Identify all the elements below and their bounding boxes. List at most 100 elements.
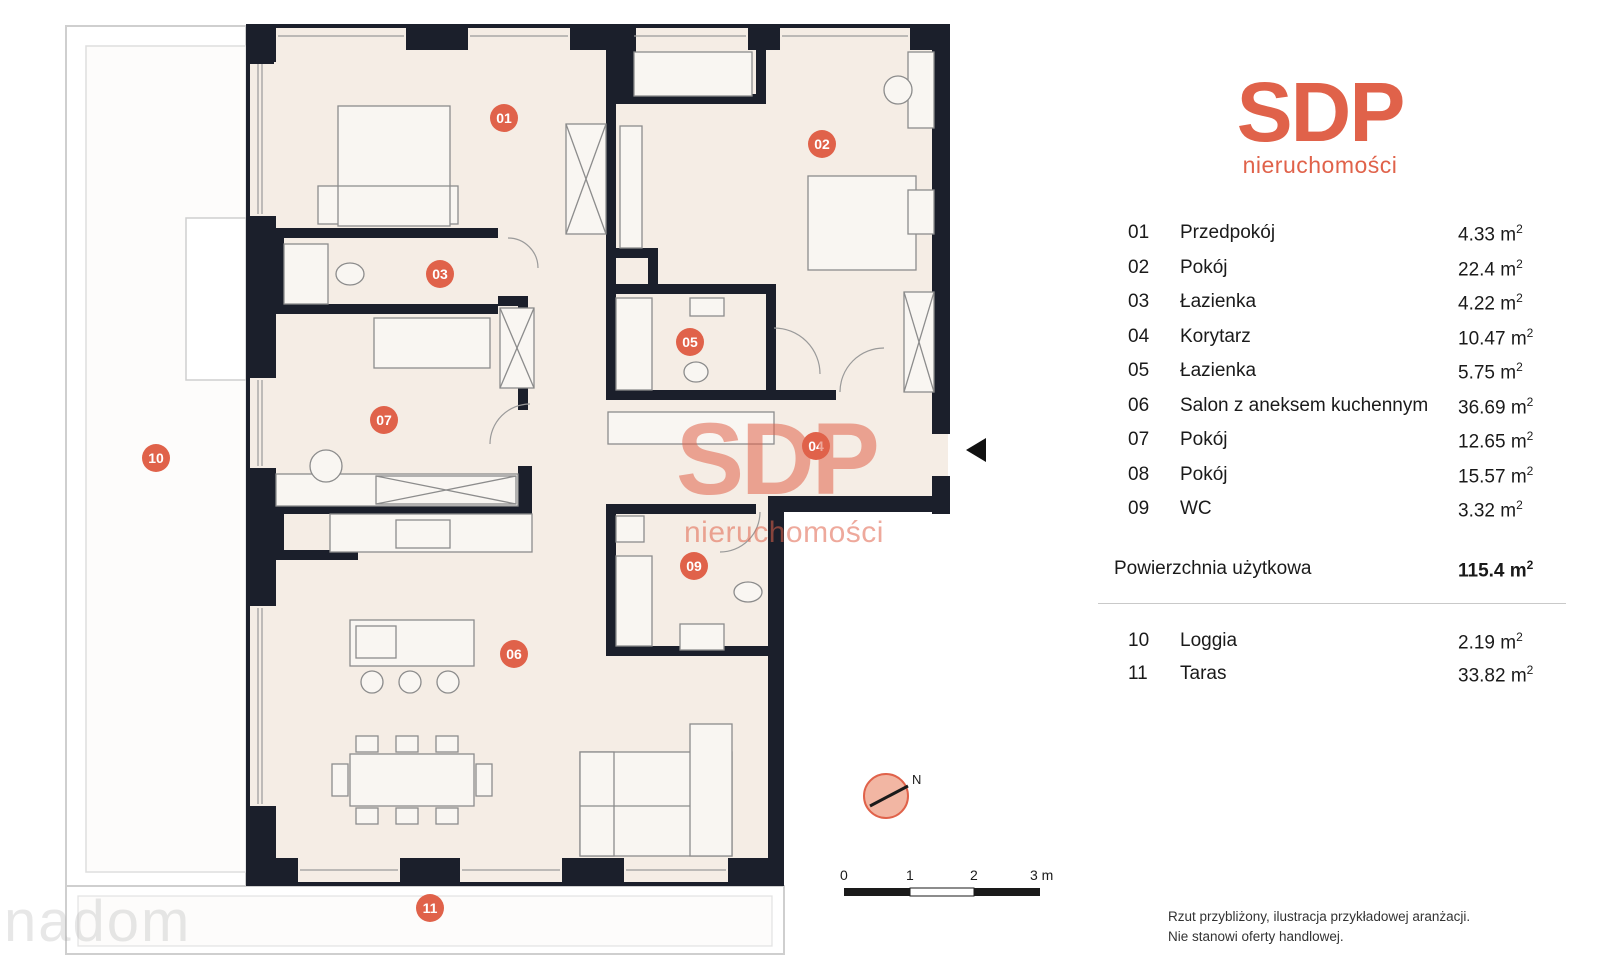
room-number: 01 <box>1128 222 1150 243</box>
room-area: 5.75 m2 <box>1458 360 1523 384</box>
room-row: 08 Pokój 15.57 m2 <box>1128 464 1548 499</box>
room-row: 11 Taras 33.82 m2 <box>1128 663 1548 696</box>
room-name: Salon z aneksem kuchennym <box>1180 394 1429 416</box>
room-name: Łazienka <box>1180 360 1257 381</box>
loggia-balcony <box>185 217 247 381</box>
room-number: 07 <box>1128 429 1150 450</box>
room-name: Taras <box>1180 663 1227 684</box>
room-area: 12.65 m2 <box>1458 429 1534 453</box>
room-marker-dot <box>370 406 398 434</box>
room-marker-label: 05 <box>682 334 698 350</box>
room-area: 10.47 m2 <box>1458 325 1534 349</box>
table-divider <box>1098 603 1566 604</box>
room-marker-dot <box>490 104 518 132</box>
room-marker-label: 03 <box>432 266 448 282</box>
room-marker-dot <box>680 552 708 580</box>
room-number: 05 <box>1128 360 1150 381</box>
scale-label-0: 0 <box>840 867 848 883</box>
scale-bar: 0 1 2 3 m <box>840 867 1053 897</box>
compass-label: N <box>912 772 921 787</box>
room-name: Łazienka <box>1180 291 1257 312</box>
room-marker-dot <box>676 328 704 356</box>
windows <box>257 35 908 871</box>
room-number: 02 <box>1128 256 1150 278</box>
total-label: Powierzchnia użytkowa <box>1114 558 1312 579</box>
disclaimer-line-2: Nie stanowi oferty handlowej. <box>1168 929 1344 944</box>
room-marker-01: 01 <box>490 104 518 132</box>
furniture <box>275 51 935 857</box>
room-area: 4.33 m2 <box>1458 222 1523 246</box>
room-row: 03 Łazienka 4.22 m2 <box>1128 291 1548 326</box>
logo-text: SDP <box>1236 65 1406 159</box>
room-markers: 01 02 03 04 05 06 07 09 10 11 <box>142 104 836 922</box>
room-marker-02: 02 <box>808 130 836 158</box>
compass-icon: N <box>863 772 921 819</box>
room-number: 03 <box>1128 291 1150 312</box>
room-marker-label: 11 <box>423 900 438 916</box>
room-name: Pokój <box>1180 429 1228 450</box>
room-area: 22.4 m2 <box>1458 256 1523 280</box>
room-name: Pokój <box>1180 463 1228 485</box>
entrance-arrow-icon <box>966 438 986 462</box>
room-marker-dot <box>808 130 836 158</box>
watermark-subtitle: nieruchomości <box>684 516 884 549</box>
room-name: Korytarz <box>1180 325 1251 347</box>
room-marker-03: 03 <box>426 260 454 288</box>
room-name: Przedpokój <box>1180 222 1276 243</box>
room-row: 05 Łazienka 5.75 m2 <box>1128 360 1548 395</box>
scale-label-3: 3 m <box>1030 867 1053 883</box>
scale-label-2: 2 <box>970 867 978 883</box>
walls <box>246 24 950 886</box>
room-row: 10 Loggia 2.19 m2 <box>1128 630 1548 663</box>
room-marker-dot <box>142 444 170 472</box>
room-marker-label: 01 <box>496 110 512 126</box>
room-row: 01 Przedpokój 4.33 m2 <box>1128 222 1548 257</box>
outdoor-area-table: 10 Loggia 2.19 m2 11 Taras 33.82 m2 <box>1128 630 1548 696</box>
room-number: 06 <box>1128 394 1150 416</box>
room-area: 3.32 m2 <box>1458 498 1523 522</box>
total-value: 115.4 m2 <box>1458 558 1534 582</box>
brand-logo: SDP nieruchomości <box>1210 70 1430 179</box>
room-row: 06 Salon z aneksem kuchennym 36.69 m2 <box>1128 395 1548 430</box>
room-marker-label: 02 <box>814 136 830 152</box>
room-marker-label: 06 <box>506 646 522 662</box>
room-marker-04: 04 <box>802 432 830 460</box>
room-area: 2.19 m2 <box>1458 630 1523 654</box>
watermark-logo: SDP <box>676 402 880 516</box>
room-marker-dot <box>416 894 444 922</box>
room-marker-dot <box>426 260 454 288</box>
room-number: 04 <box>1128 325 1150 347</box>
watermark-site: nadom <box>4 889 192 954</box>
room-marker-label: 10 <box>148 450 164 466</box>
room-marker-07: 07 <box>370 406 398 434</box>
disclaimer: Rzut przybliżony, ilustracja przykładowe… <box>1168 907 1470 947</box>
room-number: 08 <box>1128 463 1150 485</box>
room-number: 11 <box>1128 663 1148 684</box>
room-marker-dot <box>500 640 528 668</box>
room-name: Loggia <box>1180 630 1238 651</box>
scale-label-1: 1 <box>906 867 914 883</box>
room-marker-09: 09 <box>680 552 708 580</box>
room-marker-10: 10 <box>142 444 170 472</box>
room-area: 33.82 m2 <box>1458 663 1534 687</box>
room-number: 10 <box>1128 630 1150 651</box>
disclaimer-line-1: Rzut przybliżony, ilustracja przykładowe… <box>1168 909 1471 924</box>
room-marker-label: 09 <box>686 558 702 574</box>
room-name: Pokój <box>1180 256 1228 278</box>
logo-subtitle: nieruchomości <box>1242 152 1398 178</box>
room-row: 04 Korytarz 10.47 m2 <box>1128 326 1548 361</box>
room-area: 36.69 m2 <box>1458 394 1534 418</box>
room-number: 09 <box>1128 498 1150 519</box>
room-marker-label: 07 <box>376 412 392 428</box>
room-row: 07 Pokój 12.65 m2 <box>1128 429 1548 464</box>
room-area: 15.57 m2 <box>1458 463 1534 487</box>
room-marker-dot <box>802 432 830 460</box>
doors <box>489 237 885 553</box>
room-area: 4.22 m2 <box>1458 291 1523 315</box>
room-marker-11: 11 <box>416 894 444 922</box>
room-marker-label: 04 <box>808 438 824 454</box>
room-marker-05: 05 <box>676 328 704 356</box>
